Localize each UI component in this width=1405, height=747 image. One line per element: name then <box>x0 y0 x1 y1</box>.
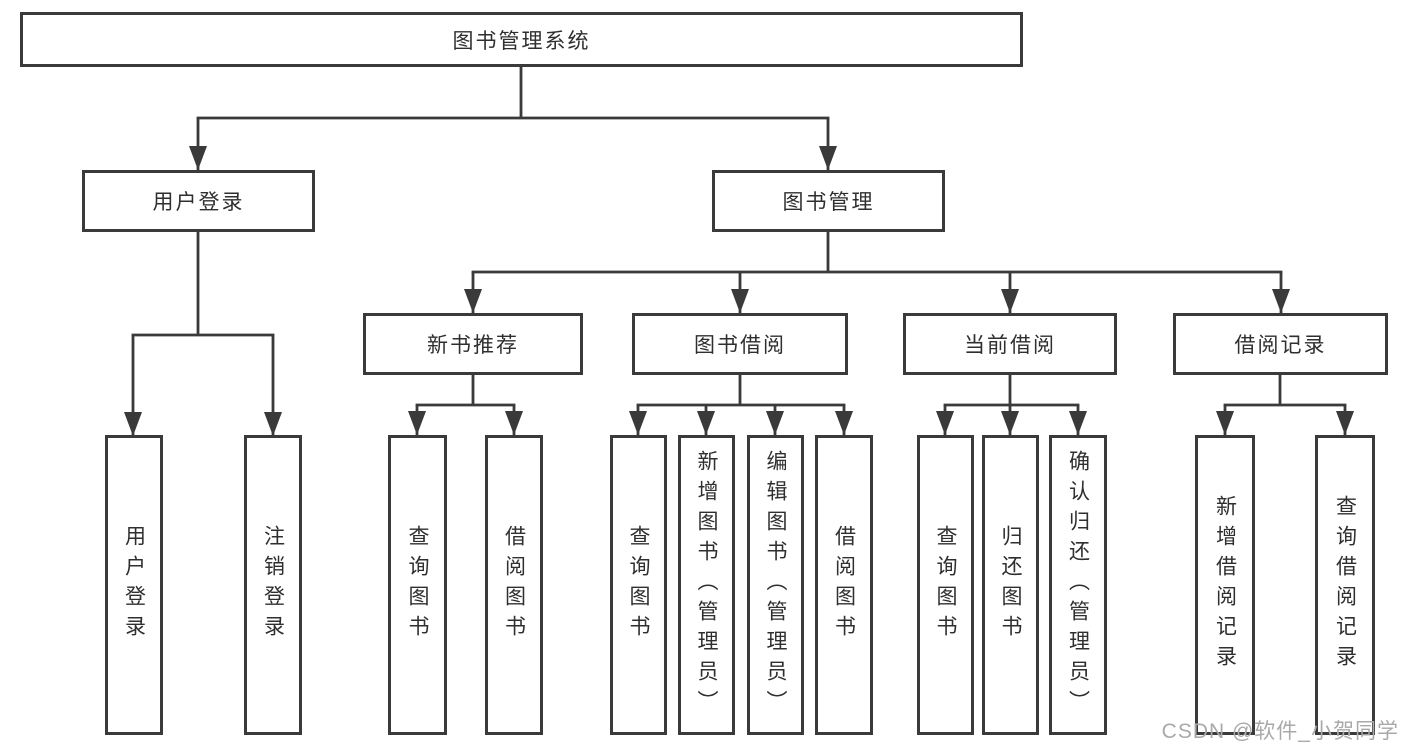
leaf-query-book-1: 查询图书 <box>388 435 447 735</box>
node-borrowing-records: 借阅记录 <box>1173 313 1388 375</box>
leaf-confirm-return-admin-label: 确认归还（管理员） <box>1066 450 1090 720</box>
leaf-edit-book-admin: 编辑图书（管理员） <box>747 435 804 735</box>
node-root: 图书管理系统 <box>20 12 1023 67</box>
leaf-user-login-label: 用户登录 <box>122 525 146 645</box>
connector-arrows <box>124 118 1354 436</box>
leaf-add-borrow-record: 新增借阅记录 <box>1195 435 1255 735</box>
leaf-edit-book-admin-label: 编辑图书（管理员） <box>764 450 787 720</box>
leaf-borrow-book-1-label: 借阅图书 <box>502 525 526 645</box>
node-book-management: 图书管理 <box>712 170 945 232</box>
leaf-add-borrow-record-label: 新增借阅记录 <box>1213 495 1237 675</box>
leaf-user-login: 用户登录 <box>105 435 163 735</box>
leaf-query-book-3: 查询图书 <box>917 435 974 735</box>
leaf-return-book: 归还图书 <box>982 435 1039 735</box>
node-current-borrowing: 当前借阅 <box>903 313 1117 375</box>
leaf-borrow-book-1: 借阅图书 <box>485 435 543 735</box>
leaf-query-book-2: 查询图书 <box>610 435 667 735</box>
leaf-confirm-return-admin: 确认归还（管理员） <box>1049 435 1107 735</box>
leaf-logout-label: 注销登录 <box>261 525 285 645</box>
leaf-query-book-2-label: 查询图书 <box>627 525 650 645</box>
leaf-borrow-book-2-label: 借阅图书 <box>832 525 856 645</box>
leaf-query-borrow-record-label: 查询借阅记录 <box>1333 495 1357 675</box>
leaf-query-borrow-record: 查询借阅记录 <box>1315 435 1375 735</box>
node-user-login: 用户登录 <box>82 170 315 232</box>
leaf-borrow-book-2: 借阅图书 <box>815 435 873 735</box>
node-book-borrowing: 图书借阅 <box>632 313 848 375</box>
leaf-add-book-admin: 新增图书（管理员） <box>678 435 735 735</box>
leaf-return-book-label: 归还图书 <box>999 525 1022 645</box>
leaf-query-book-3-label: 查询图书 <box>934 525 957 645</box>
node-new-book-recommend: 新书推荐 <box>363 313 583 375</box>
leaf-query-book-1-label: 查询图书 <box>406 525 429 645</box>
leaf-add-book-admin-label: 新增图书（管理员） <box>695 450 718 720</box>
csdn-watermark: CSDN @软件_小贺同学 <box>1161 720 1399 743</box>
leaf-logout: 注销登录 <box>244 435 302 735</box>
